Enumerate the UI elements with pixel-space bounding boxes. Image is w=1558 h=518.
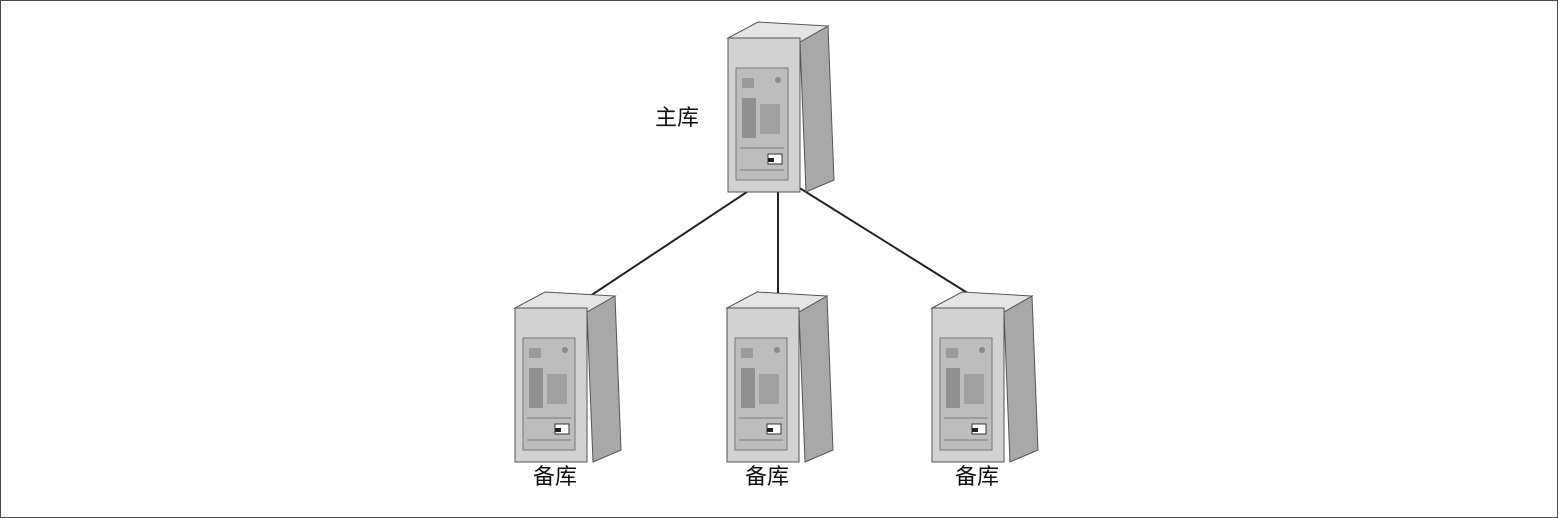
replica-server-icon-2: [726, 291, 834, 463]
primary-label: 主库: [655, 106, 700, 131]
replica-label-2: 备库: [745, 465, 790, 490]
replica-label-3: 备库: [955, 465, 1000, 490]
replica-server-icon-1: [514, 291, 622, 463]
replication-arrow-1: [565, 177, 769, 313]
replication-arrow-3: [789, 181, 999, 313]
primary-server-icon: [727, 21, 835, 193]
replica-server-icon-3: [931, 291, 1039, 463]
replica-label-1: 备库: [533, 465, 578, 490]
